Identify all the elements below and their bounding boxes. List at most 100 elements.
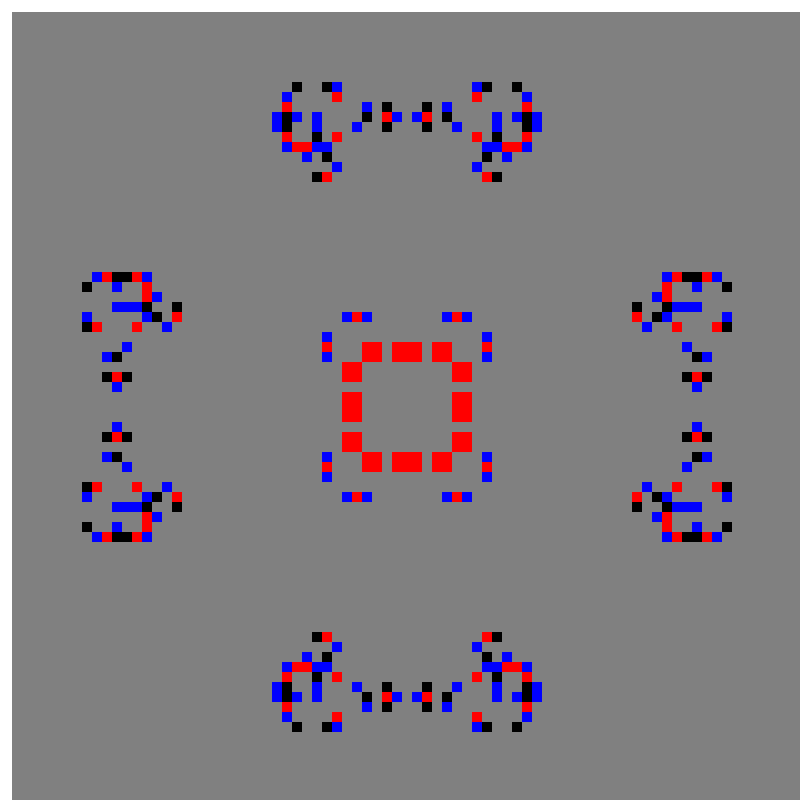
cell[interactable]	[482, 722, 492, 732]
cell[interactable]	[102, 272, 112, 282]
cell[interactable]	[282, 142, 292, 152]
cell[interactable]	[452, 122, 462, 132]
cell[interactable]	[682, 302, 692, 312]
cell[interactable]	[702, 452, 712, 462]
cell[interactable]	[112, 532, 122, 542]
cell[interactable]	[652, 492, 662, 502]
cell[interactable]	[282, 92, 292, 102]
cell[interactable]	[342, 492, 352, 502]
cell[interactable]	[362, 702, 372, 712]
cell[interactable]	[132, 532, 142, 542]
cell[interactable]	[152, 312, 162, 322]
cell[interactable]	[142, 492, 152, 502]
cell[interactable]	[522, 132, 532, 142]
cell[interactable]	[322, 472, 332, 482]
cell[interactable]	[112, 502, 122, 512]
big-cell[interactable]	[452, 432, 472, 452]
cell[interactable]	[482, 152, 492, 162]
cell[interactable]	[292, 142, 302, 152]
cell[interactable]	[142, 292, 152, 302]
cell[interactable]	[672, 502, 682, 512]
cell[interactable]	[482, 172, 492, 182]
cell[interactable]	[532, 692, 542, 702]
cell[interactable]	[662, 522, 672, 532]
cell[interactable]	[342, 312, 352, 322]
cell[interactable]	[272, 122, 282, 132]
cell[interactable]	[692, 382, 702, 392]
cell[interactable]	[282, 122, 292, 132]
cell[interactable]	[322, 662, 332, 672]
cell[interactable]	[102, 532, 112, 542]
cell[interactable]	[82, 482, 92, 492]
cell[interactable]	[92, 532, 102, 542]
cell[interactable]	[392, 692, 402, 702]
cell[interactable]	[662, 502, 672, 512]
cell[interactable]	[482, 142, 492, 152]
cell[interactable]	[442, 102, 452, 112]
cell[interactable]	[142, 302, 152, 312]
cell[interactable]	[382, 692, 392, 702]
big-cell[interactable]	[342, 402, 362, 422]
cell[interactable]	[522, 92, 532, 102]
cell[interactable]	[482, 452, 492, 462]
cell[interactable]	[352, 122, 362, 132]
cell[interactable]	[112, 422, 122, 432]
cell[interactable]	[172, 312, 182, 322]
cell[interactable]	[512, 662, 522, 672]
cell[interactable]	[632, 492, 642, 502]
cell[interactable]	[312, 692, 322, 702]
cell[interactable]	[332, 712, 342, 722]
cell[interactable]	[522, 142, 532, 152]
cell[interactable]	[632, 502, 642, 512]
cell[interactable]	[712, 532, 722, 542]
cell[interactable]	[162, 322, 172, 332]
cell[interactable]	[522, 662, 532, 672]
cell[interactable]	[282, 682, 292, 692]
cell[interactable]	[522, 672, 532, 682]
cell[interactable]	[512, 82, 522, 92]
cell[interactable]	[122, 272, 132, 282]
cell[interactable]	[422, 122, 432, 132]
cell[interactable]	[142, 512, 152, 522]
cell[interactable]	[312, 662, 322, 672]
cell[interactable]	[662, 292, 672, 302]
cell[interactable]	[422, 682, 432, 692]
cell[interactable]	[82, 282, 92, 292]
cell[interactable]	[662, 532, 672, 542]
cell[interactable]	[82, 322, 92, 332]
cell[interactable]	[92, 482, 102, 492]
cell[interactable]	[472, 642, 482, 652]
cell[interactable]	[492, 662, 502, 672]
cell[interactable]	[142, 312, 152, 322]
cell[interactable]	[522, 102, 532, 112]
cell[interactable]	[322, 452, 332, 462]
cell[interactable]	[482, 82, 492, 92]
cell[interactable]	[482, 332, 492, 342]
cell[interactable]	[312, 132, 322, 142]
cell[interactable]	[312, 672, 322, 682]
cell[interactable]	[362, 112, 372, 122]
cell[interactable]	[722, 312, 732, 322]
cell[interactable]	[322, 82, 332, 92]
cell[interactable]	[452, 312, 462, 322]
cell[interactable]	[662, 302, 672, 312]
cell[interactable]	[322, 142, 332, 152]
cell[interactable]	[112, 272, 122, 282]
cell[interactable]	[142, 272, 152, 282]
cell[interactable]	[692, 532, 702, 542]
cell[interactable]	[112, 302, 122, 312]
cell[interactable]	[472, 82, 482, 92]
cell[interactable]	[382, 702, 392, 712]
cell[interactable]	[312, 122, 322, 132]
cell[interactable]	[712, 482, 722, 492]
cell[interactable]	[122, 502, 132, 512]
cell[interactable]	[482, 472, 492, 482]
cell[interactable]	[312, 682, 322, 692]
cell[interactable]	[392, 112, 402, 122]
cell[interactable]	[322, 652, 332, 662]
cell[interactable]	[692, 502, 702, 512]
cell[interactable]	[642, 482, 652, 492]
cell[interactable]	[132, 302, 142, 312]
cell[interactable]	[522, 712, 532, 722]
cell[interactable]	[302, 152, 312, 162]
